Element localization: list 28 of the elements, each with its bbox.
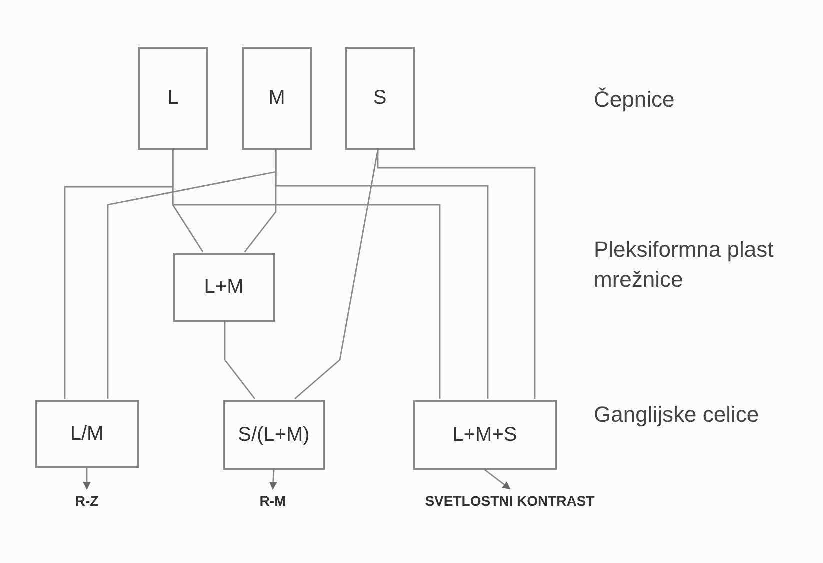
box-label: S bbox=[373, 87, 387, 110]
cell-box bbox=[413, 400, 557, 470]
cell-box bbox=[35, 400, 139, 468]
box-label: L bbox=[167, 87, 179, 110]
connector-line bbox=[377, 150, 536, 399]
arrow bbox=[269, 470, 278, 490]
arrow bbox=[83, 468, 91, 490]
connector-line bbox=[275, 150, 489, 399]
output-label: SVETLOSTNI KONTRAST bbox=[425, 493, 595, 509]
layer-label: Ganglijske celice bbox=[594, 401, 760, 429]
output-label: R-Z bbox=[75, 493, 99, 509]
cell-box bbox=[173, 253, 275, 322]
cell-box bbox=[223, 400, 325, 470]
box-label: L+M+S bbox=[452, 424, 518, 446]
connector-line bbox=[224, 322, 256, 400]
box-label: M bbox=[268, 87, 286, 110]
arrow bbox=[484, 469, 511, 490]
output-label: R-M bbox=[260, 493, 286, 509]
box-label: L/M bbox=[70, 422, 104, 446]
box-label: S/(L+M) bbox=[238, 424, 310, 446]
connector-line bbox=[172, 150, 441, 399]
layer-label: Pleksiformna plast mrežnice bbox=[594, 236, 775, 294]
layer-label: Čepnice bbox=[594, 86, 676, 114]
cell-box bbox=[138, 47, 208, 150]
box-label: L+M bbox=[204, 276, 244, 299]
cell-box bbox=[242, 47, 312, 150]
cell-box bbox=[345, 47, 415, 150]
connector-line bbox=[294, 150, 379, 400]
